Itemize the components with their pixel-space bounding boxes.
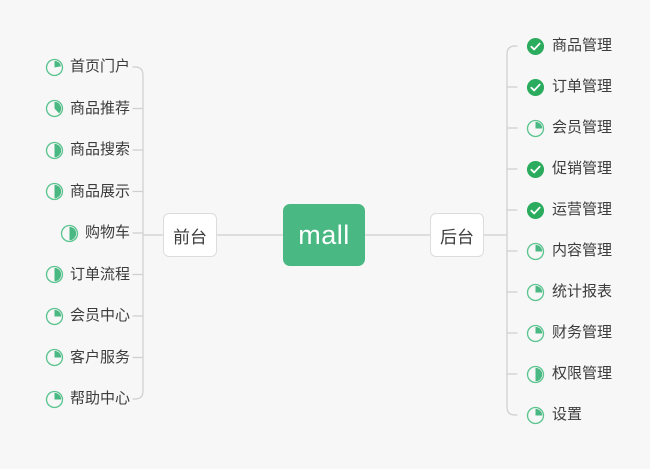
branch-label-backend: 后台: [440, 227, 474, 247]
leaf-label: 首页门户: [69, 58, 130, 75]
leaf-item-right-2[interactable]: 会员管理: [526, 115, 612, 141]
pie-progress-icon: [60, 224, 79, 242]
branch-node-frontend[interactable]: 前台: [163, 213, 217, 257]
leaf-item-right-7[interactable]: 财务管理: [526, 320, 612, 346]
pie-progress-icon: [45, 99, 64, 118]
branch-label-frontend: 前台: [173, 227, 207, 247]
leaf-item-right-5[interactable]: 内容管理: [526, 238, 612, 264]
leaf-label: 商品搜索: [69, 141, 130, 158]
center-node-label: mall: [298, 219, 350, 250]
check-circle-icon: [526, 201, 545, 219]
leaf-item-left-7[interactable]: 客户服务: [45, 345, 130, 371]
leaf-label: 统计报表: [552, 283, 613, 300]
leaf-label: 促销管理: [552, 160, 613, 177]
leaf-label: 运营管理: [552, 201, 613, 218]
leaf-item-right-8[interactable]: 权限管理: [526, 361, 612, 387]
leaf-label: 订单流程: [69, 265, 130, 283]
leaf-item-right-0[interactable]: 商品管理: [526, 33, 612, 59]
leaf-label: 会员管理: [552, 119, 613, 136]
pie-progress-icon: [526, 365, 545, 383]
leaf-item-left-1[interactable]: 商品推荐: [45, 96, 130, 122]
pie-progress-icon: [45, 348, 64, 367]
check-circle-icon: [526, 78, 545, 96]
leaf-label: 订单管理: [552, 78, 613, 95]
leaf-label: 商品推荐: [69, 99, 130, 117]
leaf-item-left-0[interactable]: 首页门户: [45, 54, 130, 80]
leaf-item-right-3[interactable]: 促销管理: [526, 156, 612, 182]
leaf-label: 客户服务: [69, 348, 130, 366]
pie-progress-icon: [526, 242, 545, 260]
leaf-item-left-5[interactable]: 订单流程: [45, 262, 130, 288]
pie-progress-icon: [526, 324, 545, 342]
leaf-label: 帮助中心: [69, 390, 130, 407]
pie-progress-icon: [526, 283, 545, 301]
pie-progress-icon: [526, 406, 545, 424]
pie-progress-icon: [45, 141, 64, 159]
check-circle-icon: [526, 160, 545, 178]
leaf-label: 财务管理: [552, 324, 613, 341]
check-circle-icon: [526, 37, 545, 55]
leaf-label: 权限管理: [552, 365, 613, 382]
leaf-label: 设置: [552, 406, 583, 423]
leaf-item-right-9[interactable]: 设置: [526, 402, 582, 428]
leaf-item-left-4[interactable]: 购物车: [60, 220, 130, 246]
pie-progress-icon: [45, 182, 64, 201]
leaf-item-left-3[interactable]: 商品展示: [45, 179, 130, 205]
center-node[interactable]: mall: [283, 204, 365, 266]
branch-node-backend[interactable]: 后台: [430, 213, 484, 257]
leaf-item-left-8[interactable]: 帮助中心: [45, 386, 130, 412]
pie-progress-icon: [45, 307, 64, 325]
pie-progress-icon: [45, 265, 64, 284]
leaf-label: 商品展示: [69, 182, 130, 200]
leaf-item-right-6[interactable]: 统计报表: [526, 279, 612, 305]
leaf-item-left-6[interactable]: 会员中心: [45, 303, 130, 329]
leaf-label: 会员中心: [69, 307, 130, 324]
leaf-item-right-1[interactable]: 订单管理: [526, 74, 612, 100]
leaf-label: 商品管理: [552, 37, 613, 54]
leaf-item-left-2[interactable]: 商品搜索: [45, 137, 130, 163]
leaf-item-right-4[interactable]: 运营管理: [526, 197, 612, 223]
pie-progress-icon: [45, 58, 64, 76]
leaf-label: 内容管理: [552, 242, 613, 259]
leaf-label: 购物车: [84, 224, 130, 241]
pie-progress-icon: [45, 390, 64, 408]
pie-progress-icon: [526, 119, 545, 137]
